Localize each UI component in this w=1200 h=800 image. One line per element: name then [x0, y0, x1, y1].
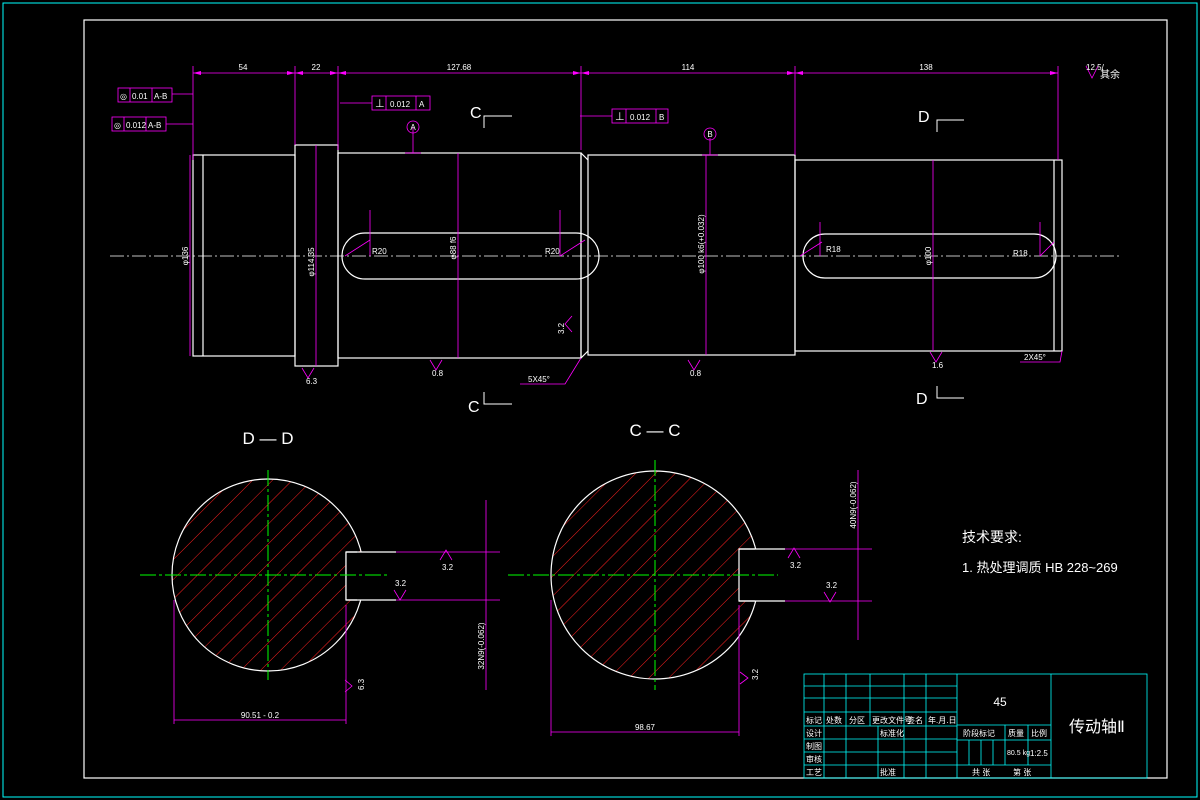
section-cc-key-dim: 40N9(-0.062): [849, 481, 858, 528]
dim-r18-left: R18: [826, 245, 841, 254]
section-cc-rough-b: 3.2: [826, 581, 838, 590]
tb-h-zone: 分区: [849, 716, 865, 725]
tb-sheet-no: 第 张: [1013, 767, 1031, 777]
shaft-outline: [192, 144, 1063, 367]
tb-sheet-total: 共 张: [972, 768, 990, 777]
rough-1-6: 1.6: [932, 361, 944, 370]
section-d-top: D: [918, 109, 930, 126]
ft2-value: 0.012: [126, 121, 147, 130]
rough-general: 12.5/: [1086, 63, 1105, 72]
section-dd-title: D — D: [243, 429, 294, 448]
section-dd-rough-b: 3.2: [395, 579, 407, 588]
rough-0-8b: 0.8: [690, 369, 702, 378]
tb-h-count: 处数: [826, 715, 842, 725]
rough-general-text: 其余: [1100, 68, 1120, 81]
ft3-ref: A: [419, 100, 425, 109]
ft4-ref: B: [659, 113, 664, 122]
tb-scale-val: 1:2.5: [1030, 749, 1048, 758]
datum-a-label: A: [410, 123, 416, 132]
main-view: 54 22 127.68 114 138 φ136 φ114.35 φ88 f6…: [110, 63, 1122, 416]
tb-h-mark: 标记: [806, 715, 822, 725]
section-cc: C — C 98.67 40N9(-0.062) 3.2 3.2 3.2: [508, 421, 872, 736]
tech-item-1: 1. 热处理调质 HB 228~269: [962, 560, 1118, 575]
dim-22: 22: [312, 63, 321, 72]
dim-r20-left: R20: [372, 247, 387, 256]
section-dd-width-dim: 90.51 - 0.2: [241, 711, 280, 720]
ft4-symbol: ⊥: [615, 111, 625, 123]
section-cc-rough-c: 3.2: [751, 668, 760, 680]
section-d-bottom: D: [916, 391, 928, 408]
section-dd-key-dim: 32N9(-0.062): [477, 622, 486, 669]
dim-chamfer-5: 5X45°: [528, 375, 550, 384]
ft1-symbol: ◎: [120, 92, 127, 101]
roughness-symbols: [301, 65, 1099, 379]
dim-r20-right: R20: [545, 247, 560, 256]
title-block: 45 传动轴Ⅱ 标记 处数 分区 更改文件号 签名 年.月.日 设计 标准化 制…: [803, 673, 1148, 779]
tb-r-draw: 制图: [806, 741, 822, 751]
dim-114: 114: [682, 63, 695, 72]
dim-138: 138: [919, 63, 933, 72]
tb-h-sign: 签名: [907, 715, 923, 725]
tb-part-name: 传动轴Ⅱ: [1069, 718, 1125, 736]
section-cc-width-dim: 98.67: [635, 723, 656, 732]
tb-r-approve: 批准: [880, 767, 896, 777]
section-dd-rough-a: 3.2: [442, 563, 454, 572]
tb-weight-val: 80.5 kg: [1007, 750, 1030, 757]
tb-r-process: 工艺: [806, 768, 822, 777]
section-c-bottom: C: [468, 399, 480, 416]
ft4-value: 0.012: [630, 113, 651, 122]
ft1-ref: A-B: [154, 92, 167, 101]
tb-scale: 比例: [1031, 728, 1047, 738]
section-mark-lines: [483, 115, 964, 405]
tolerance-frames: [111, 87, 717, 141]
tech-heading: 技术要求:: [962, 529, 1022, 545]
rough-3-2: 3.2: [557, 322, 566, 334]
dim-chamfer-2: 2X45°: [1024, 353, 1046, 362]
datum-b-label: B: [707, 130, 712, 139]
section-dd: D — D 90.51 - 0.2 32N9(-0.062) 3.2 3.2 6…: [140, 429, 500, 724]
dim-54: 54: [239, 63, 248, 72]
tb-h-date: 年.月.日: [928, 715, 956, 725]
dim-dia-collar: φ114.35: [307, 247, 316, 277]
tb-r-check: 审核: [806, 754, 822, 764]
ft3-symbol: ⊥: [375, 98, 385, 110]
section-dd-rough-c: 6.3: [357, 678, 366, 690]
dim-r18-right: R18: [1013, 249, 1028, 258]
rough-6-3: 6.3: [306, 377, 318, 386]
dim-dia-mid: φ88 f6: [449, 236, 458, 260]
tb-weight: 质量: [1008, 728, 1024, 738]
ft3-value: 0.012: [390, 100, 411, 109]
dim-dia-left: φ136: [181, 246, 190, 265]
section-cc-title: C — C: [630, 421, 681, 440]
tb-r-design: 设计: [806, 728, 822, 738]
dimension-arrows: [193, 71, 1058, 75]
ft2-symbol: ◎: [114, 121, 121, 130]
tb-stage-mark: 阶段标记: [963, 728, 995, 738]
dim-dia-b: φ100 k6(+0.032): [697, 214, 706, 274]
dimension-lines: [166, 66, 1063, 385]
ft1-value: 0.01: [132, 92, 148, 101]
inner-border: [83, 19, 1168, 779]
section-cc-rough-a: 3.2: [790, 561, 802, 570]
dim-127: 127.68: [447, 63, 472, 72]
tb-r-standard: 标准化: [880, 728, 904, 738]
section-c-top: C: [470, 105, 482, 122]
tb-h-docno: 更改文件号: [872, 715, 912, 725]
rough-0-8a: 0.8: [432, 369, 444, 378]
ft2-ref: A-B: [148, 121, 161, 130]
tb-material: 45: [993, 695, 1007, 709]
dim-dia-right: φ100: [924, 246, 933, 265]
